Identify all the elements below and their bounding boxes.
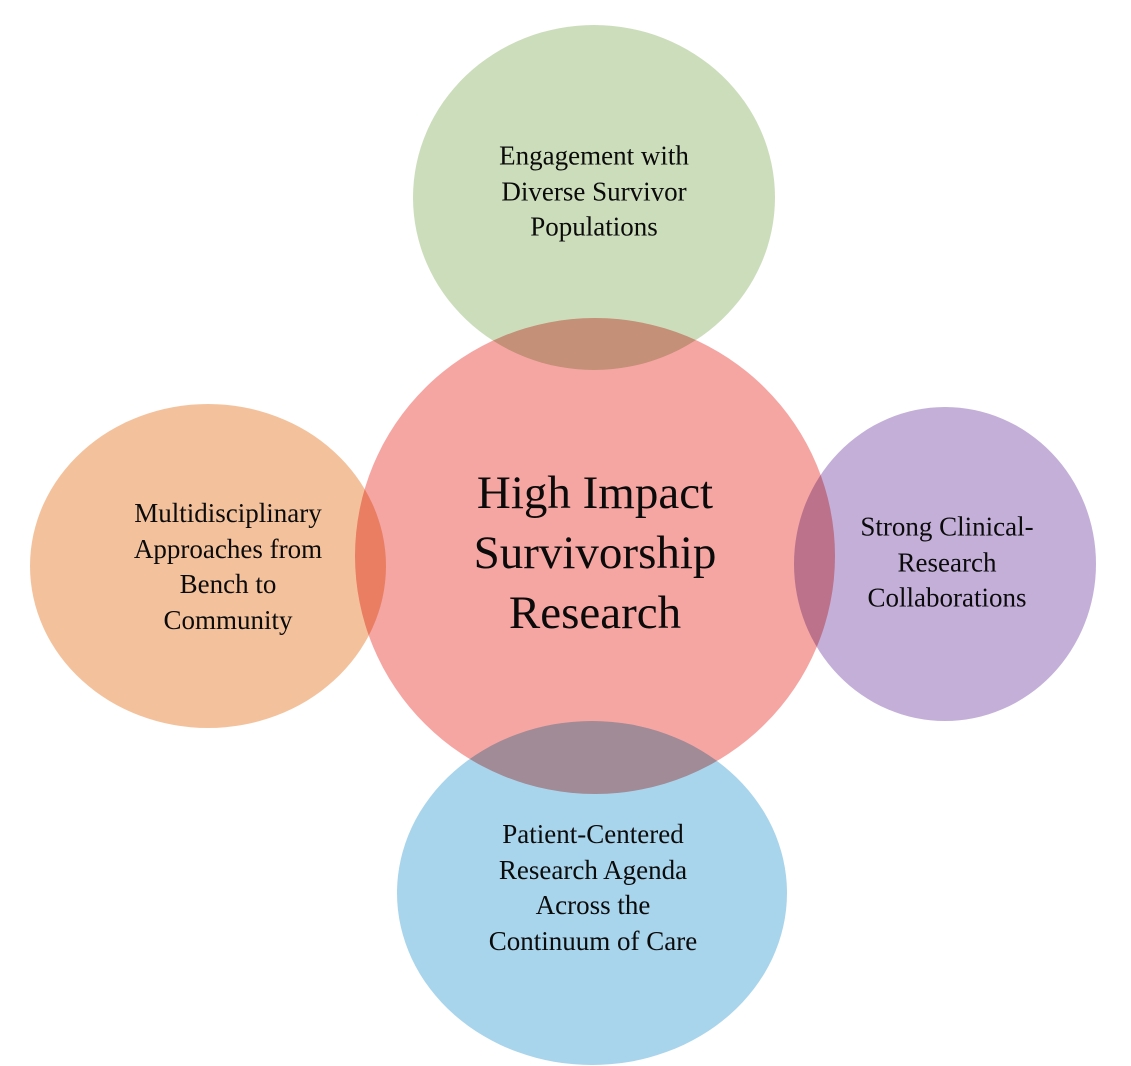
circle-high-impact-research [355,318,835,794]
circle-clinical-research-collaborations [794,407,1096,721]
circle-multidisciplinary-approaches [30,404,386,728]
circle-engagement-diverse-populations [413,25,775,370]
